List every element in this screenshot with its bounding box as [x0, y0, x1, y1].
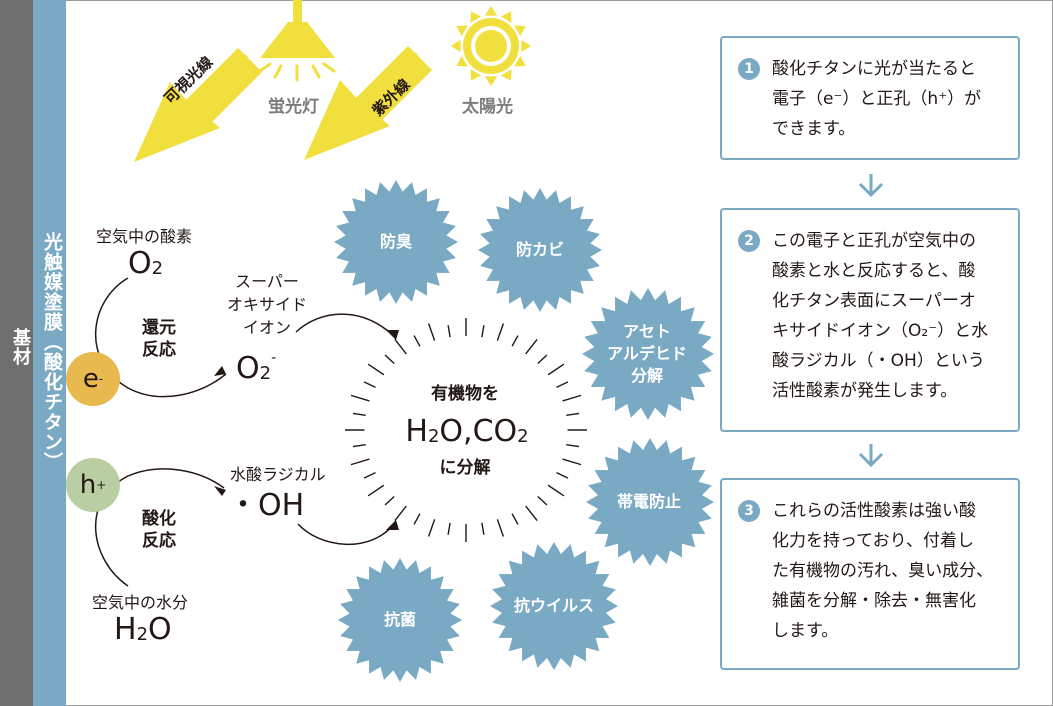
hole-symbol: h: [79, 470, 97, 500]
oxygen-caption: 空気中の酸素: [96, 227, 193, 246]
visible-light-arrow: [134, 48, 262, 162]
electron-circle: e-: [66, 352, 120, 406]
water-caption: 空気中の水分: [92, 593, 189, 612]
effect-deodorize: 防臭: [379, 232, 412, 251]
star-antimold: [478, 188, 602, 312]
step-number-2: 2: [738, 230, 760, 252]
effect-antivirus: 抗ウイルス: [513, 596, 594, 615]
electron-charge: -: [98, 372, 104, 386]
step-number-3: 3: [738, 500, 760, 522]
water-formula: H2O: [114, 612, 172, 647]
sun-label: 太陽光: [462, 97, 513, 117]
star-antibacterial: [338, 558, 462, 682]
step-text-1: 酸化チタンに光が当たると 電子（e⁻）と正孔（h⁺）が できます。: [772, 59, 982, 139]
oxidation-curve-arrow: [94, 468, 225, 587]
fluorescent-label: 蛍光灯: [268, 97, 319, 117]
down-arrow-icon: [858, 444, 884, 468]
effect-antimold: 防カビ: [515, 240, 564, 259]
superoxide-to-center-arrow: [295, 313, 395, 337]
coating-bar: [33, 0, 66, 706]
reduction-curve-arrow: [94, 277, 227, 398]
step-text-3: これらの活性酸素は強い酸 化力を持っており、付着し た有機物の汚れ、臭い成分、 …: [772, 501, 994, 641]
down-arrow-icon: [858, 174, 884, 198]
reduction-label: 還元 反応: [142, 318, 176, 360]
superoxide-caption: スーパー オキサイド イオン: [226, 272, 307, 337]
hole-circle: h+: [66, 458, 120, 512]
hydroxyl-caption: 水酸ラジカル: [230, 465, 326, 484]
step-text-2: この電子と正孔が空気中の 酸素と水と反応すると、酸 化チタン表面にスーパーオ キ…: [772, 231, 989, 401]
hydroxyl-to-center-arrow: [297, 523, 395, 545]
sun-icon: [451, 6, 531, 86]
center-line1: 有機物を: [431, 384, 499, 404]
star-antistatic: [586, 438, 714, 566]
effect-antibacterial: 抗菌: [383, 610, 416, 629]
step-number-1: 1: [738, 58, 760, 80]
effect-acetaldehyde: アセト アルデヒド 分解: [607, 322, 687, 385]
substrate-label: 基材: [10, 328, 31, 366]
effect-stars: [334, 180, 714, 682]
center-line3: に分解: [439, 458, 491, 478]
star-acetaldehyde: [582, 288, 714, 420]
electron-symbol: e: [82, 364, 99, 394]
step-box-1: 1 酸化チタンに光が当たると 電子（e⁻）と正孔（h⁺）が できます。: [720, 36, 1020, 160]
lamp-icon: [258, 0, 336, 82]
effect-antistatic: 帯電防止: [616, 492, 681, 511]
star-deodorize: [334, 180, 458, 304]
substrate-bar: [0, 0, 33, 706]
oxidation-label: 酸化 反応: [142, 509, 176, 551]
superoxide-formula: O2-: [236, 350, 277, 386]
hole-charge: +: [96, 478, 107, 492]
uv-arrow: [304, 46, 432, 160]
step-box-3: 3 これらの活性酸素は強い酸 化力を持っており、付着し た有機物の汚れ、臭い成分…: [720, 478, 1020, 670]
decomposition-burst: [345, 318, 587, 542]
coating-label: 光触媒塗膜（酸化チタン）: [41, 232, 63, 472]
star-antivirus: [490, 542, 618, 670]
center-formula: H2O,CO2: [405, 414, 529, 449]
step-box-2: 2 この電子と正孔が空気中の 酸素と水と反応すると、酸 化チタン表面にスーパーオ…: [720, 208, 1020, 432]
oxygen-formula: O2: [128, 246, 164, 281]
hydroxyl-formula: ・OH: [228, 488, 305, 523]
